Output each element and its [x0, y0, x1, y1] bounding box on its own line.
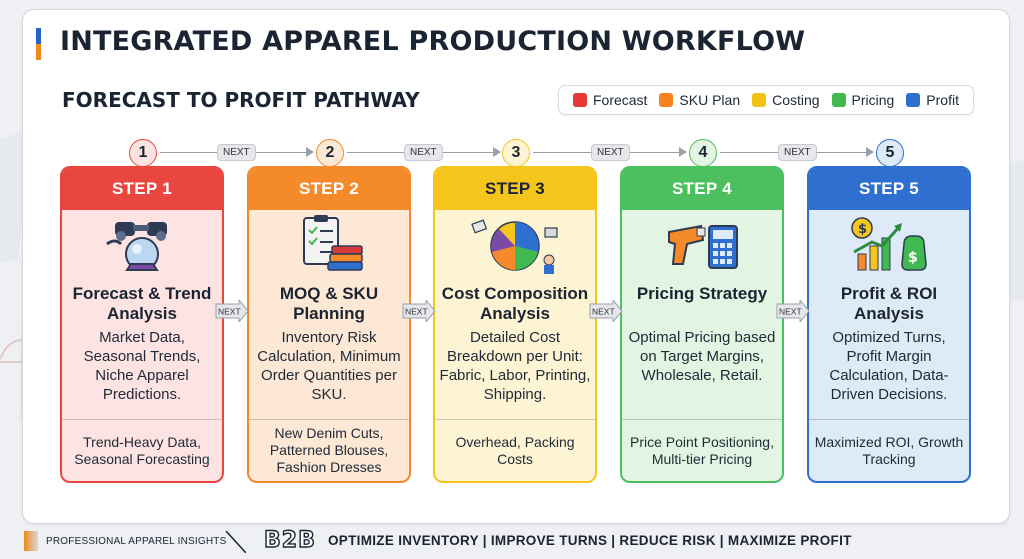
pie-chart-icon [435, 214, 595, 276]
step-header: STEP 4 [622, 168, 782, 210]
step-title: Profit & ROI Analysis [840, 284, 938, 323]
next-arrow: NEXT [215, 300, 249, 322]
legend-swatch [659, 93, 674, 107]
binoculars-crystal-ball-icon [62, 214, 222, 276]
next-arrow: NEXT [402, 300, 436, 322]
next-pill: NEXT [591, 144, 630, 161]
step-header: STEP 5 [809, 168, 969, 210]
legend-label: Pricing [851, 92, 895, 108]
step-number-4: 4 [689, 139, 717, 167]
step-card-3: STEP 3 Cost Composition Analysis Detaile… [433, 166, 597, 483]
next-arrow: NEXT [776, 300, 810, 322]
legend-label: SKU Plan [679, 92, 741, 108]
top-connector-arrow [493, 147, 501, 157]
step-number-3: 3 [502, 139, 530, 167]
step-card-4: STEP 4 Pricing Strategy Optimal Pricing … [620, 166, 784, 483]
footer-tagline: OPTIMIZE INVENTORY | IMPROVE TURNS | RED… [328, 533, 852, 548]
svg-text:$: $ [908, 250, 918, 266]
step-title: Cost Composition Analysis [441, 284, 589, 323]
clipboard-fabric-icon [249, 214, 409, 276]
svg-text:$: $ [858, 222, 867, 237]
step-card-5: STEP 5 $ $ Profit & ROI Analysis Optimiz… [807, 166, 971, 483]
step-header: STEP 2 [249, 168, 409, 210]
step-title: MOQ & SKU Planning [279, 284, 379, 323]
title-accent-bar [36, 28, 41, 60]
next-arrow-label: NEXT [405, 307, 428, 317]
step-number-1: 1 [129, 139, 157, 167]
footer-accent-bar [24, 531, 38, 551]
step-number-2: 2 [316, 139, 344, 167]
legend-swatch [831, 93, 846, 107]
step-title: Pricing Strategy [636, 284, 768, 303]
legend-item-forecast: Forecast [572, 92, 648, 108]
step-header: STEP 1 [62, 168, 222, 210]
next-arrow-label: NEXT [779, 307, 802, 317]
legend: Forecast SKU Plan Costing Pricing Profit [558, 85, 974, 115]
next-arrow-label: NEXT [592, 307, 615, 317]
step-header: STEP 3 [435, 168, 595, 210]
step-footer: Trend-Heavy Data, Seasonal Forecasting [62, 419, 222, 481]
step-description: Optimized Turns, Profit Margin Calculati… [829, 329, 949, 403]
legend-item-profit: Profit [906, 92, 959, 108]
step-description: Inventory Risk Calculation, Minimum Orde… [257, 329, 401, 403]
step-description: Detailed Cost Breakdown per Unit: Fabric… [439, 329, 591, 403]
legend-swatch [752, 93, 767, 107]
next-pill: NEXT [778, 144, 817, 161]
legend-label: Profit [926, 92, 959, 108]
top-connector-arrow [306, 147, 314, 157]
step-card-2: STEP 2 MOQ & SKU Planning Inventory Risk… [247, 166, 411, 483]
b2b-logo: B2B [263, 527, 316, 553]
step-footer: Price Point Positioning, Multi-tier Pric… [622, 419, 782, 481]
step-footer: Maximized ROI, Growth Tracking [809, 419, 969, 481]
legend-item-sku-plan: SKU Plan [659, 92, 740, 108]
legend-swatch [906, 93, 921, 107]
growth-money-icon: $ $ [809, 214, 969, 276]
footer-divider [225, 531, 246, 553]
price-gun-calculator-icon [622, 214, 782, 276]
step-card-1: STEP 1 Forecast & Trend Analysis Market … [60, 166, 224, 483]
legend-item-pricing: Pricing [831, 92, 895, 108]
step-footer: New Denim Cuts, Patterned Blouses, Fashi… [249, 419, 409, 481]
page-subtitle: FORECAST TO PROFIT PATHWAY [62, 88, 420, 112]
legend-swatch [572, 93, 587, 107]
legend-label: Forecast [592, 92, 648, 108]
step-description: Optimal Pricing based on Target Margins,… [628, 329, 776, 384]
top-connector-arrow [679, 147, 687, 157]
next-pill: NEXT [217, 144, 256, 161]
next-pill: NEXT [404, 144, 443, 161]
legend-label: Costing [772, 92, 820, 108]
legend-item-costing: Costing [752, 92, 820, 108]
top-connector-arrow [866, 147, 874, 157]
step-footer: Overhead, Packing Costs [435, 419, 595, 481]
step-title: Forecast & Trend Analysis [72, 284, 212, 323]
next-arrow: NEXT [589, 300, 623, 322]
step-number-5: 5 [876, 139, 904, 167]
next-arrow-label: NEXT [218, 307, 241, 317]
footer-brand-label: PROFESSIONAL APPAREL INSIGHTS [46, 535, 227, 547]
footer-brand: PROFESSIONAL APPAREL INSIGHTS [24, 531, 250, 551]
step-description: Market Data, Seasonal Trends, Niche Appa… [83, 329, 201, 403]
page-title: INTEGRATED APPAREL PRODUCTION WORKFLOW [60, 26, 806, 57]
